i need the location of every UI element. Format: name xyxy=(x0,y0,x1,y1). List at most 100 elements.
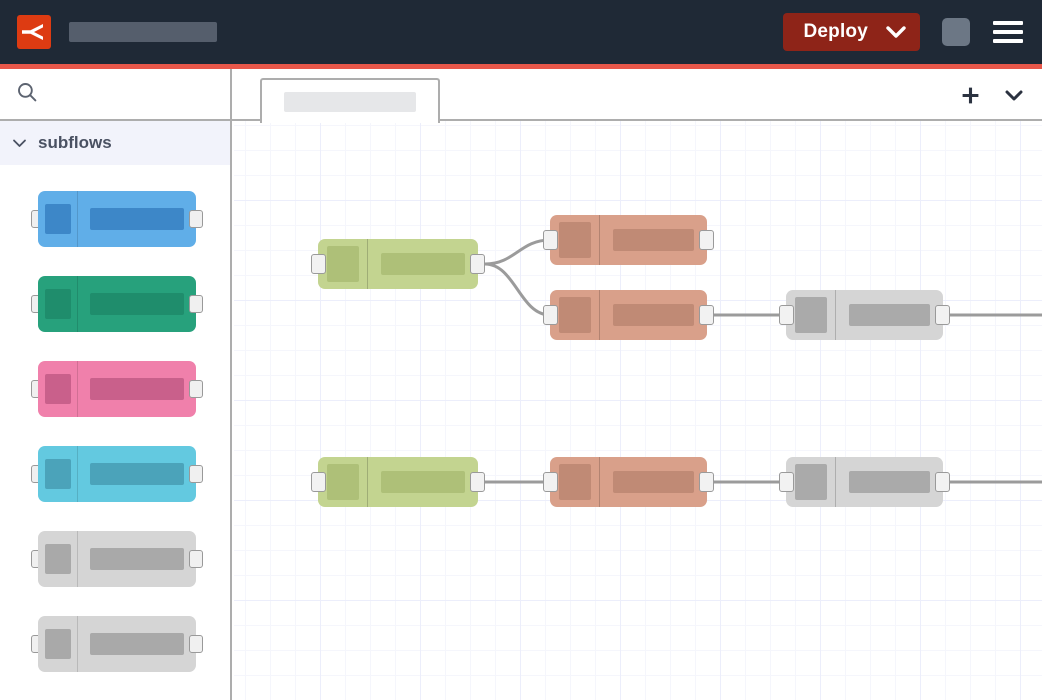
node-type-icon xyxy=(550,215,600,265)
flow-node-output-port[interactable] xyxy=(470,472,485,492)
node-type-icon xyxy=(550,457,600,507)
node-type-icon xyxy=(38,276,78,332)
flow-node-label xyxy=(849,471,930,493)
node-type-icon xyxy=(38,446,78,502)
deploy-button[interactable]: Deploy xyxy=(783,13,920,51)
palette-node-label xyxy=(90,208,184,230)
flow-node-input-port[interactable] xyxy=(779,305,794,325)
chevron-down-icon[interactable] xyxy=(886,25,906,39)
app-header: Deploy xyxy=(0,0,1042,64)
flow-node-salmon-mid[interactable] xyxy=(550,290,707,340)
flow-node-body xyxy=(836,290,943,340)
flow-node-output-port[interactable] xyxy=(935,472,950,492)
chevron-down-icon[interactable] xyxy=(12,138,32,148)
node-type-icon xyxy=(38,616,78,672)
hamburger-bar-1 xyxy=(993,21,1023,25)
flow-node-gray-lower[interactable] xyxy=(786,457,943,507)
flow-node-label xyxy=(613,229,694,251)
palette-node-body xyxy=(78,361,196,417)
flow-node-input-port[interactable] xyxy=(543,472,558,492)
search-icon xyxy=(16,81,38,108)
palette-node-label xyxy=(90,463,184,485)
flow-node-gray-mid[interactable] xyxy=(786,290,943,340)
subflow-node-gray-2[interactable] xyxy=(38,616,196,672)
palette-node-body xyxy=(78,191,196,247)
user-avatar-button[interactable] xyxy=(942,18,970,46)
header-accent-stripe xyxy=(0,64,1042,69)
flow-node-output-port[interactable] xyxy=(699,305,714,325)
wire-green-to-salmon-mid[interactable] xyxy=(483,262,552,317)
palette-node-item xyxy=(0,606,230,691)
palette-node-item xyxy=(0,436,230,521)
subflow-node-pink[interactable] xyxy=(38,361,196,417)
hamburger-bar-2 xyxy=(993,30,1023,34)
flow-node-input-port[interactable] xyxy=(311,254,326,274)
node-red-logo-icon[interactable] xyxy=(17,15,51,49)
palette-node-body xyxy=(78,531,196,587)
deploy-button-label: Deploy xyxy=(803,21,868,42)
plus-icon[interactable] xyxy=(956,81,984,109)
flow-node-input-port[interactable] xyxy=(543,305,558,325)
flow-node-salmon-lower[interactable] xyxy=(550,457,707,507)
flow-node-label xyxy=(381,253,465,275)
palette-node-output-port[interactable] xyxy=(189,465,203,483)
node-type-icon xyxy=(38,191,78,247)
wire-green-to-salmon-top[interactable] xyxy=(483,238,552,266)
subflow-node-gray-1[interactable] xyxy=(38,531,196,587)
flow-node-output-port[interactable] xyxy=(470,254,485,274)
flow-node-salmon-top[interactable] xyxy=(550,215,707,265)
flow-node-input-port[interactable] xyxy=(311,472,326,492)
wire-layer xyxy=(483,238,1042,484)
palette-node-item xyxy=(0,266,230,351)
subflow-node-cyan[interactable] xyxy=(38,446,196,502)
flow-node-body xyxy=(368,239,478,289)
palette-node-body xyxy=(78,616,196,672)
palette-node-output-port[interactable] xyxy=(189,380,203,398)
flow-node-output-port[interactable] xyxy=(935,305,950,325)
flow-node-body xyxy=(368,457,478,507)
flow-tab-active[interactable] xyxy=(260,78,440,123)
hamburger-bar-3 xyxy=(993,39,1023,43)
flow-node-green-top[interactable] xyxy=(318,239,478,289)
palette-node-item xyxy=(0,181,230,266)
flow-node-input-port[interactable] xyxy=(779,472,794,492)
palette-node-output-port[interactable] xyxy=(189,295,203,313)
flow-node-label xyxy=(613,304,694,326)
flow-node-green-lower[interactable] xyxy=(318,457,478,507)
node-type-icon xyxy=(318,457,368,507)
flow-canvas[interactable] xyxy=(234,121,1042,700)
palette-search-input[interactable] xyxy=(0,69,230,121)
node-type-icon xyxy=(38,361,78,417)
palette-node-output-port[interactable] xyxy=(189,550,203,568)
flow-node-output-port[interactable] xyxy=(699,230,714,250)
palette-node-list xyxy=(0,165,230,691)
palette-node-body xyxy=(78,276,196,332)
node-type-icon xyxy=(550,290,600,340)
palette-node-label xyxy=(90,378,184,400)
palette-node-label xyxy=(90,548,184,570)
palette-node-label xyxy=(90,293,184,315)
palette-node-item xyxy=(0,351,230,436)
palette-category-subflows[interactable]: subflows xyxy=(0,121,230,165)
palette-node-item xyxy=(0,521,230,606)
palette-sidebar: subflows xyxy=(0,69,232,700)
node-type-icon xyxy=(786,290,836,340)
hamburger-menu-icon[interactable] xyxy=(993,21,1023,43)
palette-node-label xyxy=(90,633,184,655)
palette-node-output-port[interactable] xyxy=(189,210,203,228)
flow-node-body xyxy=(600,215,707,265)
tab-bar-actions xyxy=(956,69,1028,121)
flow-node-output-port[interactable] xyxy=(699,472,714,492)
chevron-down-icon[interactable] xyxy=(1000,81,1028,109)
flow-node-input-port[interactable] xyxy=(543,230,558,250)
flow-tab-label xyxy=(284,91,416,112)
palette-node-body xyxy=(78,446,196,502)
palette-category-label: subflows xyxy=(38,133,112,152)
node-type-icon xyxy=(786,457,836,507)
flow-node-body xyxy=(600,457,707,507)
subflow-node-blue[interactable] xyxy=(38,191,196,247)
palette-node-output-port[interactable] xyxy=(189,635,203,653)
node-type-icon xyxy=(38,531,78,587)
subflow-node-green[interactable] xyxy=(38,276,196,332)
